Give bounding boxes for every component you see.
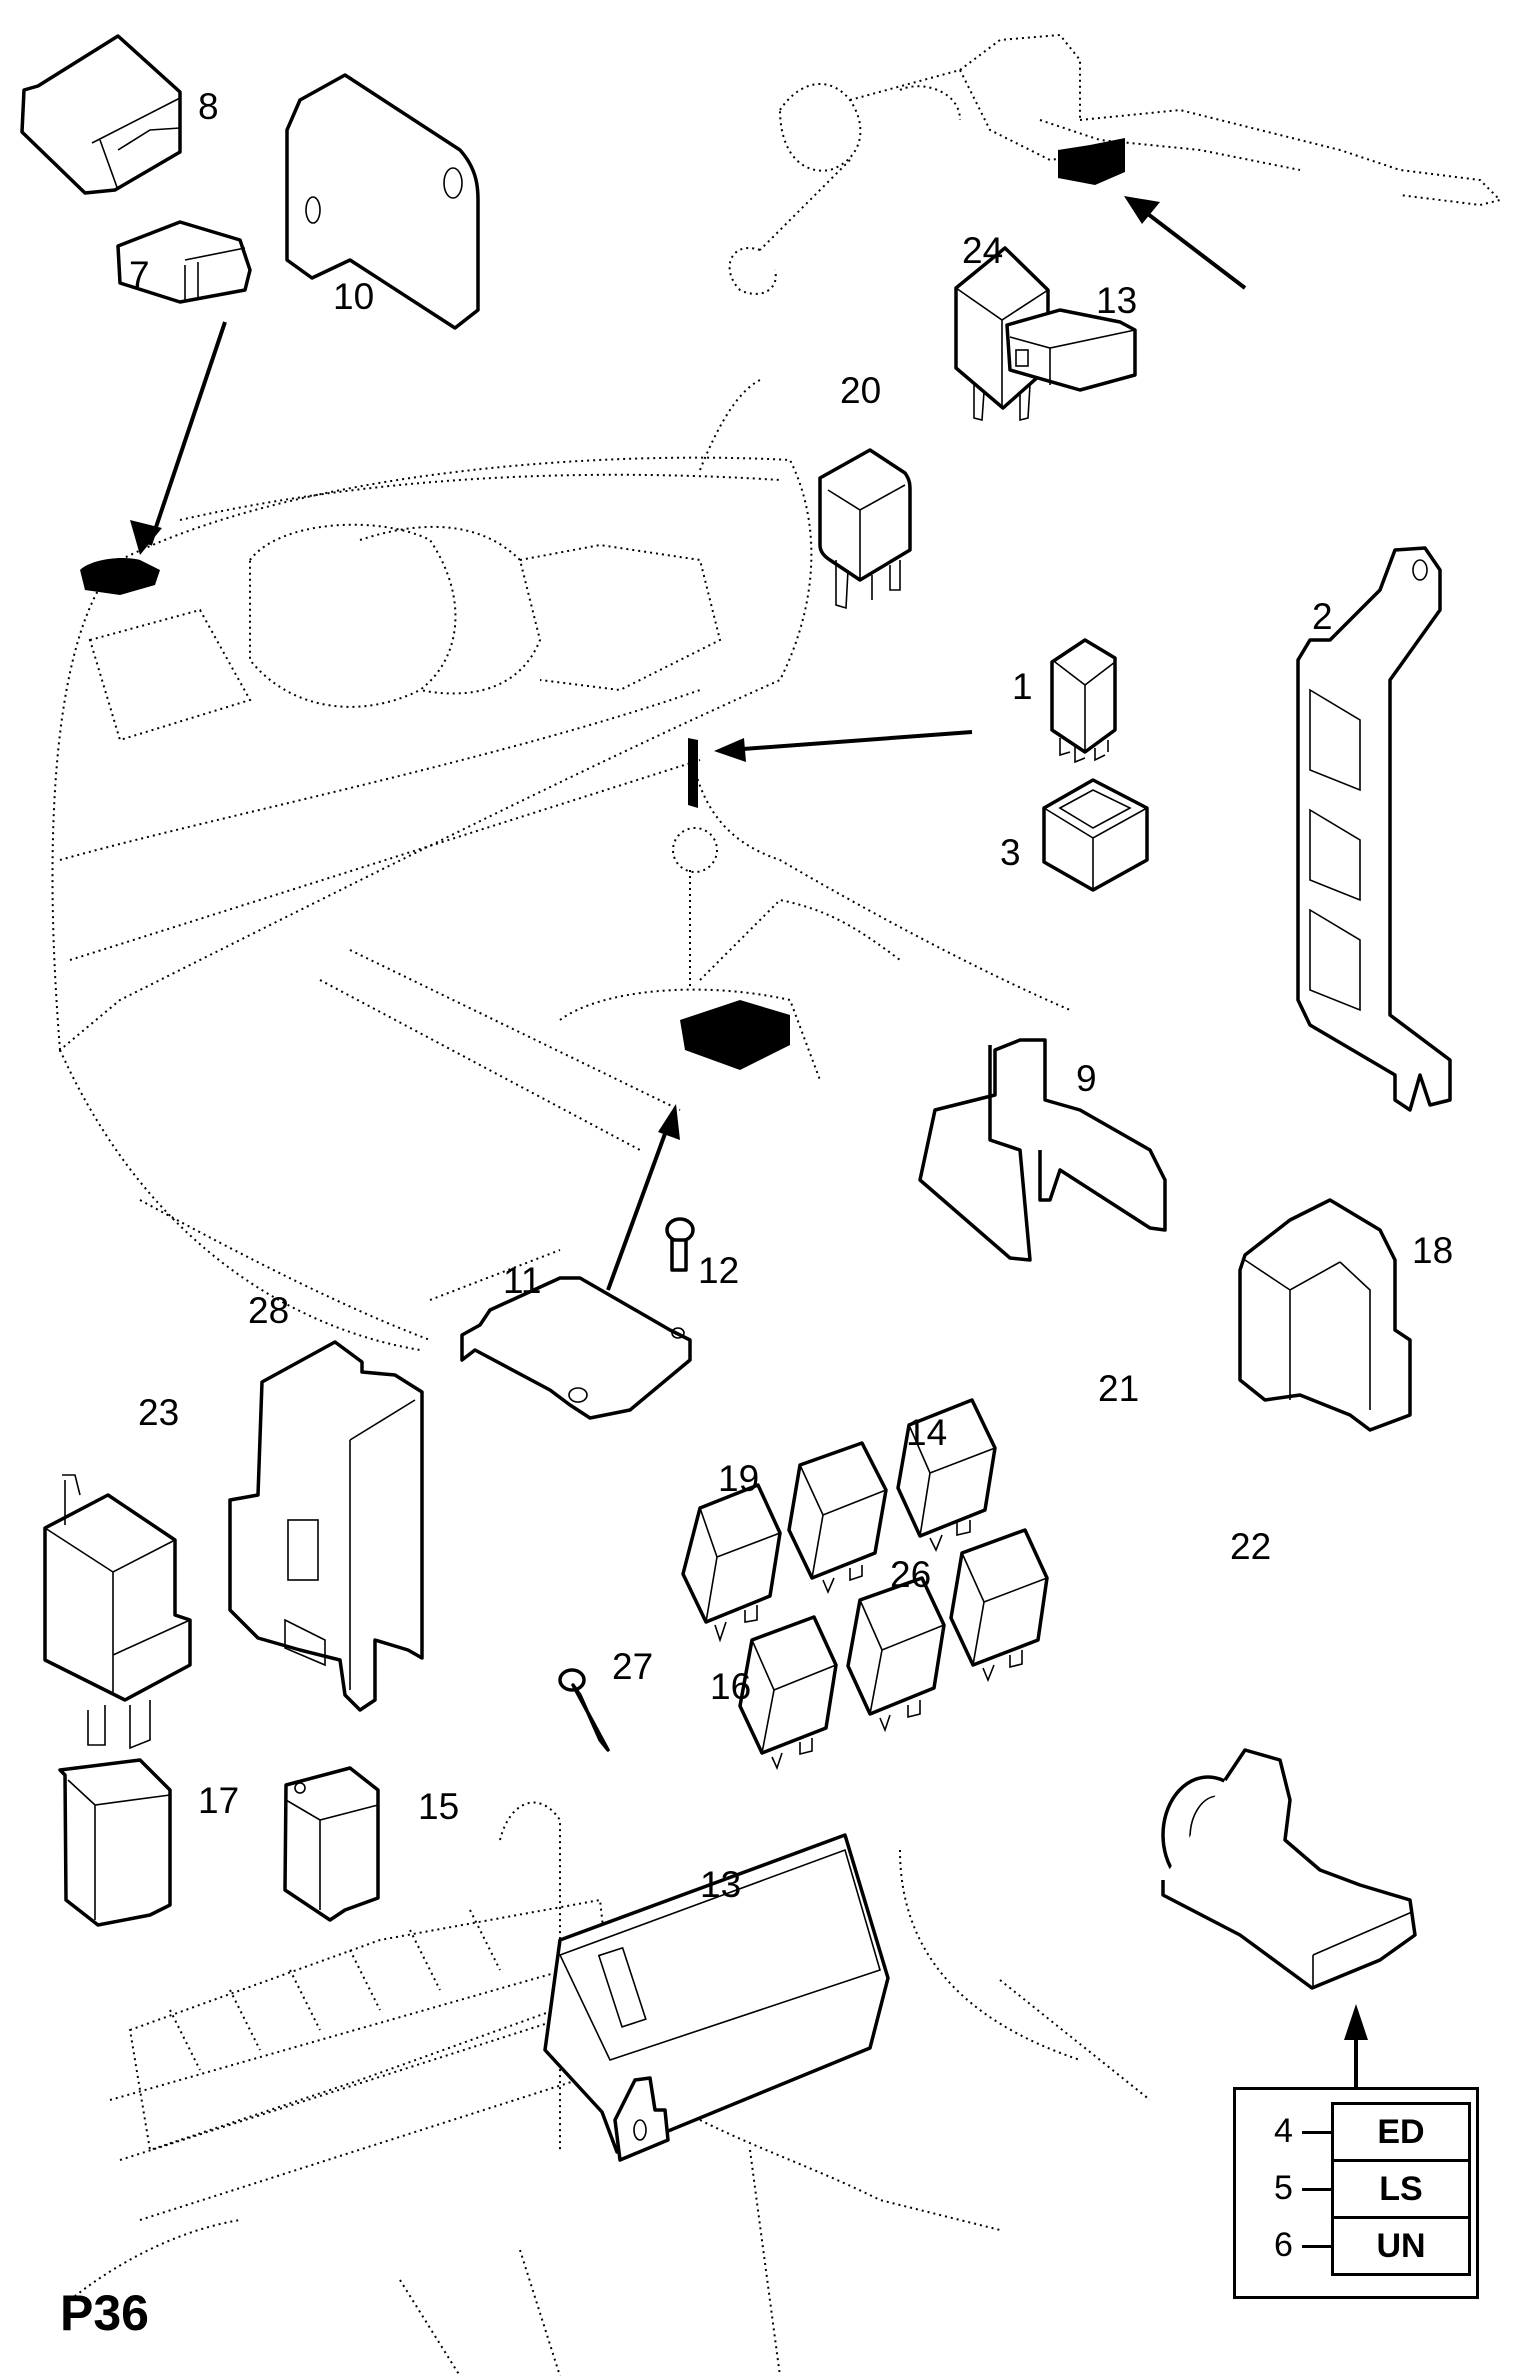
callout-17: 16 xyxy=(710,1666,752,1707)
callout-22: 21 xyxy=(1098,1368,1140,1409)
callout-13: 13 xyxy=(1096,280,1138,321)
callout-7: 7 xyxy=(129,254,150,295)
callout-27: 27 xyxy=(612,1646,654,1687)
location-marker-airbag-unit xyxy=(680,1000,790,1070)
part-12-screw xyxy=(665,1217,695,1272)
callout-18: 17 xyxy=(198,1780,240,1821)
callout-12: 12 xyxy=(698,1250,740,1291)
part-16-relay xyxy=(283,1766,380,1922)
part-10-bracket-plate xyxy=(285,73,480,330)
callout-10: 10 xyxy=(333,276,375,317)
part-27-screw xyxy=(558,1668,610,1752)
callout-1: 1 xyxy=(1012,666,1033,707)
callout-23: 22 xyxy=(1230,1526,1272,1567)
callout-25: 24 xyxy=(962,230,1004,271)
part-8-control-unit xyxy=(20,34,182,195)
variant-legend: 4 ED 5 LS 6 UN xyxy=(1233,2087,1479,2299)
legend-number: 6 xyxy=(1274,2226,1293,2264)
part-13-module xyxy=(1005,308,1137,392)
part-11-airbag-control-unit xyxy=(460,1276,692,1420)
part-3-cap xyxy=(1042,778,1149,892)
location-marker-relay xyxy=(688,738,698,808)
page-code: P36 xyxy=(60,2285,149,2341)
legend-leader-line xyxy=(1302,2131,1332,2134)
dashboard-outline xyxy=(51,379,1071,1351)
ignition-switch-part xyxy=(1161,1748,1417,1990)
part-2-relay-bracket xyxy=(1296,546,1452,1112)
part-1-relay xyxy=(1050,638,1117,764)
callout-15: 14 xyxy=(906,1412,948,1453)
legend-number: 4 xyxy=(1274,2112,1293,2150)
part-14-fuse-box xyxy=(543,1833,890,2162)
legend-number: 5 xyxy=(1274,2169,1293,2207)
leader-arrows xyxy=(130,196,1368,2090)
callout-8: 8 xyxy=(198,86,219,127)
legend-row: 5 LS xyxy=(1236,2159,1476,2219)
callout-28: 28 xyxy=(248,1290,290,1331)
callout-3: 3 xyxy=(1000,832,1021,873)
legend-code: ED xyxy=(1331,2102,1471,2162)
callout-9: 9 xyxy=(1076,1058,1097,1099)
callout-21: 20 xyxy=(840,370,882,411)
part-7-connector xyxy=(116,220,252,304)
part-18-relay xyxy=(58,1758,172,1927)
part-21-relay xyxy=(818,448,912,610)
callout-26: 26 xyxy=(890,1554,932,1595)
callout-16: 15 xyxy=(418,1786,460,1827)
part-24-relay xyxy=(43,1474,192,1750)
callout-14: 13 xyxy=(700,1864,742,1905)
part-28-cover xyxy=(228,1340,424,1712)
callout-24: 23 xyxy=(138,1392,180,1433)
legend-leader-line xyxy=(1302,2245,1332,2248)
callout-20: 19 xyxy=(718,1458,760,1499)
callout-2: 2 xyxy=(1312,596,1333,637)
legend-code: LS xyxy=(1331,2159,1471,2219)
location-marker-steering-module xyxy=(1058,138,1125,185)
part-9-bracket xyxy=(918,1038,1167,1262)
location-marker-control-unit xyxy=(80,558,160,595)
legend-leader-line xyxy=(1302,2188,1332,2191)
legend-row: 4 ED xyxy=(1236,2102,1476,2162)
legend-row: 6 UN xyxy=(1236,2216,1476,2276)
fusebox-surround-outline xyxy=(69,1801,1151,2376)
legend-code: UN xyxy=(1331,2216,1471,2276)
callout-11: 11 xyxy=(503,1260,542,1301)
part-19-relay xyxy=(1238,1198,1412,1432)
callout-19: 18 xyxy=(1412,1230,1454,1271)
relay-group xyxy=(681,1398,1049,1771)
